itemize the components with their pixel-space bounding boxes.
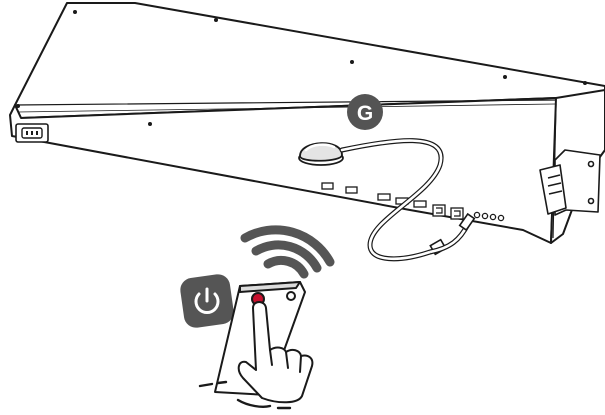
power-icon (179, 273, 235, 329)
callout-badge: G (347, 94, 383, 130)
audio-jack (482, 213, 487, 218)
usb-port (378, 194, 390, 200)
audio-jack (474, 212, 479, 217)
power-inlet-icon (16, 124, 48, 142)
ethernet-port (433, 205, 445, 216)
remote-led (287, 292, 295, 300)
usb-port (346, 187, 357, 193)
audio-jack (498, 215, 503, 220)
ir-sensor-dome-icon (299, 143, 343, 165)
callout-label: G (357, 102, 373, 125)
usb-port (414, 201, 426, 207)
audio-jack (490, 214, 495, 219)
cable-connector (430, 214, 474, 254)
device-enclosure (10, 3, 605, 243)
wireless-signal-icon (245, 230, 330, 274)
usb-port (322, 183, 333, 189)
enclosure-front-face (10, 98, 556, 243)
ethernet-port (451, 208, 463, 219)
